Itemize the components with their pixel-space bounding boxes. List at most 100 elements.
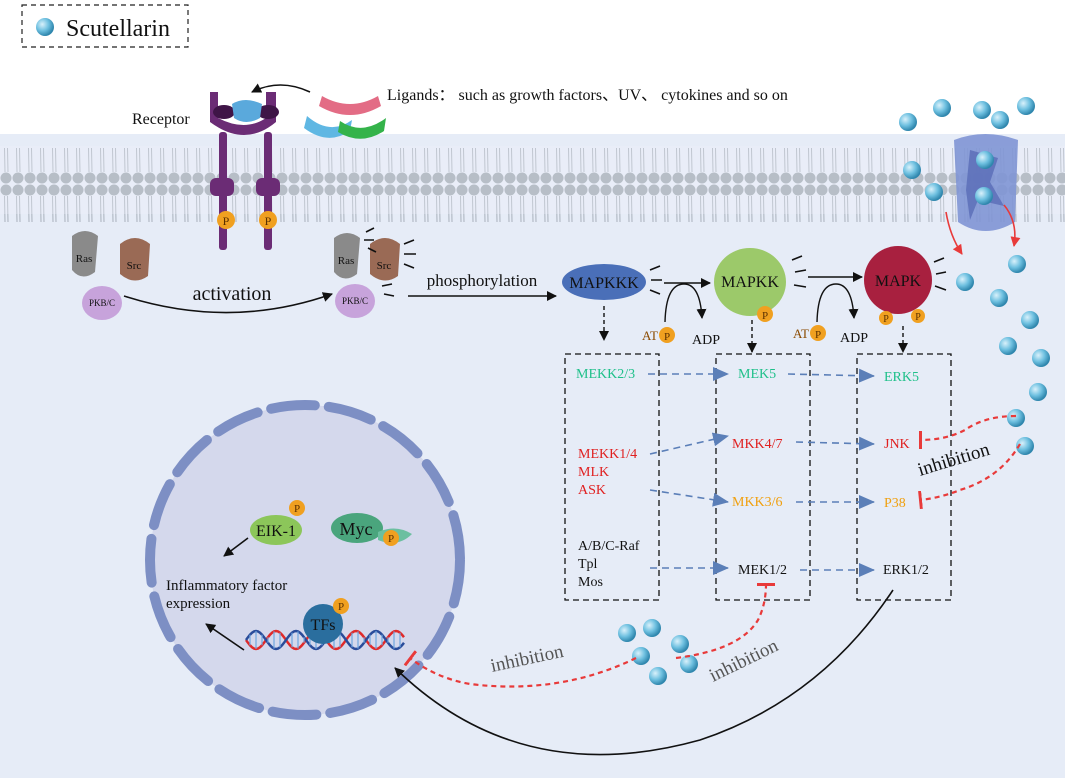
adp-label-1: ADP <box>692 333 720 348</box>
mlk-label: MLK <box>578 465 609 480</box>
ask-label: ASK <box>578 483 606 498</box>
src-label: Src <box>127 260 142 272</box>
tfs-label: TFs <box>311 617 336 634</box>
mapk-cascade: MAPKKK AT P ADP MAPKK P AT P ADP MAPK P … <box>562 246 947 353</box>
jnk-label: JNK <box>884 437 910 452</box>
receptor-cap-right <box>257 105 279 119</box>
scutellarin-molecule-icon <box>903 161 921 179</box>
src-label: Src <box>377 260 392 272</box>
pathway-arrows <box>648 367 875 577</box>
elk1-label: EIK-1 <box>256 523 296 540</box>
ras-label: Ras <box>76 253 93 265</box>
mapk-p-label: P <box>915 312 921 323</box>
scutellarin-molecule-icon <box>899 113 917 131</box>
phosphorylation-label: phosphorylation <box>427 271 538 290</box>
tfs-p-label: P <box>338 601 344 613</box>
mapkk-marks <box>791 255 807 288</box>
ras-label: Ras <box>338 255 355 267</box>
mek12-label: MEK1/2 <box>738 563 787 578</box>
mapkk-label: MAPKK <box>721 274 779 291</box>
jnk-inhibition-line <box>918 414 1017 450</box>
scutellarin-molecule-icon <box>1021 311 1039 329</box>
scutellarin-molecule-icon <box>956 273 974 291</box>
scutellarin-molecule-icon <box>649 667 667 685</box>
src-icon <box>120 238 150 281</box>
scutellarin-molecule-icon <box>976 151 994 169</box>
erk12-label: ERK1/2 <box>883 563 929 578</box>
atp-p-icon <box>810 325 826 341</box>
atp-p-icon <box>659 327 675 343</box>
raf-label: A/B/C-Raf <box>578 539 640 554</box>
mapkkk-label: MAPKKK <box>569 275 639 292</box>
pkb-label: PKB/C <box>342 296 368 306</box>
mkk36-label: MKK3/6 <box>732 495 783 510</box>
inflammatory-label: Inflammatory factor <box>166 578 287 594</box>
activation-arrow <box>123 292 333 314</box>
ligand-green-icon <box>338 118 386 139</box>
mapkk-icon <box>714 248 786 316</box>
pkb-icon <box>335 284 375 318</box>
receptor-kinase-left <box>210 178 234 196</box>
cell-membrane <box>0 134 1065 226</box>
elk1-output-arrow <box>223 537 249 557</box>
scutellarin-molecules <box>618 97 1050 685</box>
expression-label: expression <box>166 596 231 612</box>
membrane-core <box>0 146 1065 214</box>
scutellarin-molecule-icon <box>1029 383 1047 401</box>
upstream-kinases-left: Ras Src PKB/C activation <box>72 231 333 320</box>
mek12-inhibition-line <box>675 582 776 660</box>
scutellarin-molecule-icon <box>999 337 1017 355</box>
adp-label-2: ADP <box>840 331 868 346</box>
mapk-label: MAPK <box>875 273 922 290</box>
mapk-icon <box>864 246 932 314</box>
mapkk-p-label: P <box>762 310 768 322</box>
ligand-binding-arrow <box>251 83 311 93</box>
ligands: Ligands： such as growth factors、UV、 cyto… <box>251 83 788 139</box>
mekk23-label: MEKK2/3 <box>576 367 635 382</box>
atp-adp-arrow-2 <box>816 283 859 323</box>
atp-label-2: AT <box>793 326 809 341</box>
scutellarin-molecule-icon <box>1007 409 1025 427</box>
mek5-to-erk5-arrow <box>787 368 875 383</box>
upstream-kinases-activated: Ras Src PKB/C phosphorylation <box>334 227 557 318</box>
atp-label-1: AT <box>642 328 658 343</box>
phospho-p-icon <box>217 211 235 229</box>
phospho-p-icon <box>259 211 277 229</box>
cytoplasm-background <box>0 134 1065 778</box>
uptake-arrow-right <box>1003 204 1021 247</box>
mapk-p-icon <box>879 311 893 325</box>
ligand-pink-icon <box>319 96 381 115</box>
mekk14-label: MEKK1/4 <box>578 447 637 462</box>
mapkkk-marks <box>649 265 662 295</box>
uptake-arrow-left <box>945 211 963 255</box>
mekk14-to-mkk47-arrow <box>649 432 729 455</box>
p38-inhibition-line <box>918 443 1021 510</box>
scutellarin-molecule-icon <box>632 647 650 665</box>
mkk47-label: MKK4/7 <box>732 437 783 452</box>
elk1-p-icon <box>289 500 305 516</box>
ras-icon <box>334 233 360 279</box>
bound-ligand-icon <box>232 100 262 122</box>
nucleus: P EIK-1 P Myc Inflammatory factor expres… <box>145 400 465 720</box>
ras-icon <box>72 231 98 277</box>
tfs-p-icon <box>333 598 349 614</box>
kinase-boxes: MEKK2/3 MEKK1/4 MLK ASK A/B/C-Raf Tpl Mo… <box>564 353 952 601</box>
elk1-p-label: P <box>294 503 300 515</box>
scutellarin-molecule-icon <box>975 187 993 205</box>
atp-p-label: P <box>664 331 670 343</box>
legend: Scutellarin <box>21 4 189 48</box>
scutellarin-molecule-icon <box>925 183 943 201</box>
p38-label: P38 <box>884 496 906 511</box>
scutellarin-molecule-icon <box>990 289 1008 307</box>
mapkk-p-icon <box>757 306 773 322</box>
scutellarin-transporter <box>945 134 1021 255</box>
scutellarin-molecule-icon <box>991 111 1009 129</box>
src-icon <box>370 238 400 281</box>
receptor-head <box>210 92 276 135</box>
legend-label: Scutellarin <box>66 16 170 42</box>
ask-to-mkk36-arrow <box>649 489 729 507</box>
ligands-label: Ligands： such as growth factors、UV、 cyto… <box>387 87 788 104</box>
scutellarin-icon <box>36 18 54 36</box>
receptor: Receptor P P <box>132 92 280 250</box>
myc-p-label: P <box>388 533 394 545</box>
